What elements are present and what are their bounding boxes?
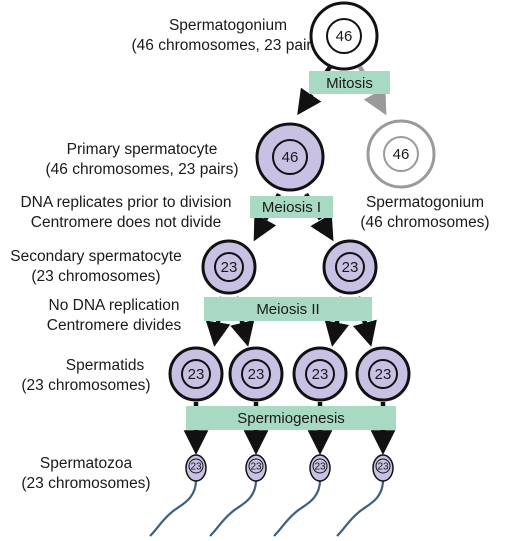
spermatozoa-label: Spermatozoa (23 chromosomes) [21, 455, 150, 492]
spermatogonium-count: 46 [336, 28, 353, 45]
primary-spermatocyte-count: 46 [282, 149, 299, 166]
secondary-spermatocyte-label: Secondary spermatocyte (23 chromosomes) [10, 248, 181, 285]
meiosis-ii-label: Meiosis II [256, 301, 319, 318]
secondary-spermatocyte-cell: 23 [201, 239, 257, 295]
primary-spermatocyte-label-line2: (46 chromosomes, 23 pairs) [46, 161, 239, 178]
meiosis-i-note-line1: DNA replicates prior to division [20, 194, 231, 211]
spermatid-count: 23 [248, 366, 265, 383]
spermatozoon: 23 [336, 454, 394, 537]
sperm-tail [149, 479, 198, 537]
primary-spermatocyte-label-line1: Primary spermatocyte [67, 141, 218, 158]
meiosis-ii-note: No DNA replication Centromere divides [47, 297, 182, 334]
spermatid-count: 23 [312, 366, 329, 383]
spermatogonium-right-cell: 46 [366, 119, 436, 189]
meiosis-ii-box [204, 297, 372, 321]
spermatozoon: 23 [149, 454, 207, 537]
spermatozoon-count: 23 [190, 462, 202, 473]
spermiogenesis-box [186, 406, 396, 430]
sperm-tail [336, 479, 385, 537]
meiosis-i-note: DNA replicates prior to division Centrom… [20, 194, 231, 231]
spermatozoa-label-line2: (23 chromosomes) [21, 475, 150, 492]
meiosis-ii-step: Meiosis II [204, 297, 372, 321]
meiosis-ii-note-line1: No DNA replication [49, 297, 180, 314]
meiosis-i-box [250, 196, 333, 218]
spermatozoon-count: 23 [314, 462, 326, 473]
spermatid-cell: 23 [292, 346, 348, 402]
spermatid-cell: 23 [168, 346, 224, 402]
spermatids-label-line2: (23 chromosomes) [21, 377, 150, 394]
mitosis-box [309, 71, 390, 94]
spermatids-label-line1: Spermatids [66, 357, 145, 374]
sperm-tail [209, 479, 258, 537]
spermatid-count: 23 [188, 366, 205, 383]
sperm-tail [273, 479, 322, 537]
mitosis-label: Mitosis [326, 75, 373, 92]
spermatozoon-count: 23 [250, 462, 262, 473]
primary-spermatocyte-label: Primary spermatocyte (46 chromosomes, 23… [46, 141, 239, 178]
primary-spermatocyte-cell: 46 [255, 122, 325, 192]
secondary-spermatocyte-count: 23 [221, 259, 238, 276]
secondary-spermatocyte-count: 23 [342, 259, 359, 276]
spermatogonium-cell: 46 [309, 1, 379, 71]
spermatogonium-label: Spermatogonium (46 chromosomes, 23 pairs… [132, 17, 325, 54]
spermatid-cell: 23 [228, 346, 284, 402]
spermatids-label: Spermatids (23 chromosomes) [21, 357, 150, 394]
spermatid-count: 23 [375, 366, 392, 383]
spermatid-cell: 23 [355, 346, 411, 402]
spermatozoon: 23 [273, 454, 331, 537]
spermatozoon: 23 [209, 454, 267, 537]
meiosis-i-step: Meiosis I [250, 196, 333, 218]
secondary-spermatocyte-cell: 23 [322, 239, 378, 295]
secondary-spermatocyte-label-line2: (23 chromosomes) [31, 268, 160, 285]
meiosis-i-note-line2: Centromere does not divide [31, 214, 221, 231]
spermatozoa-label-line1: Spermatozoa [40, 455, 133, 472]
spermatogonium-right-label: Spermatogonium (46 chromosomes) [360, 194, 489, 231]
meiosis-ii-note-line2: Centromere divides [47, 317, 182, 334]
spermatogonium-right-label-line2: (46 chromosomes) [360, 214, 489, 231]
spermatogonium-right-count: 46 [393, 146, 410, 163]
spermatogonium-label-line2: (46 chromosomes, 23 pairs) [132, 37, 325, 54]
mitosis-step: Mitosis [309, 71, 390, 94]
meiosis-i-label: Meiosis I [262, 199, 321, 216]
secondary-spermatocyte-label-line1: Secondary spermatocyte [10, 248, 181, 265]
spermiogenesis-step: Spermiogenesis [186, 406, 396, 430]
spermiogenesis-label: Spermiogenesis [237, 410, 345, 427]
spermatozoon-count: 23 [377, 462, 389, 473]
spermatogonium-label-line1: Spermatogonium [169, 17, 287, 34]
spermatogonium-right-label-line1: Spermatogonium [366, 194, 484, 211]
